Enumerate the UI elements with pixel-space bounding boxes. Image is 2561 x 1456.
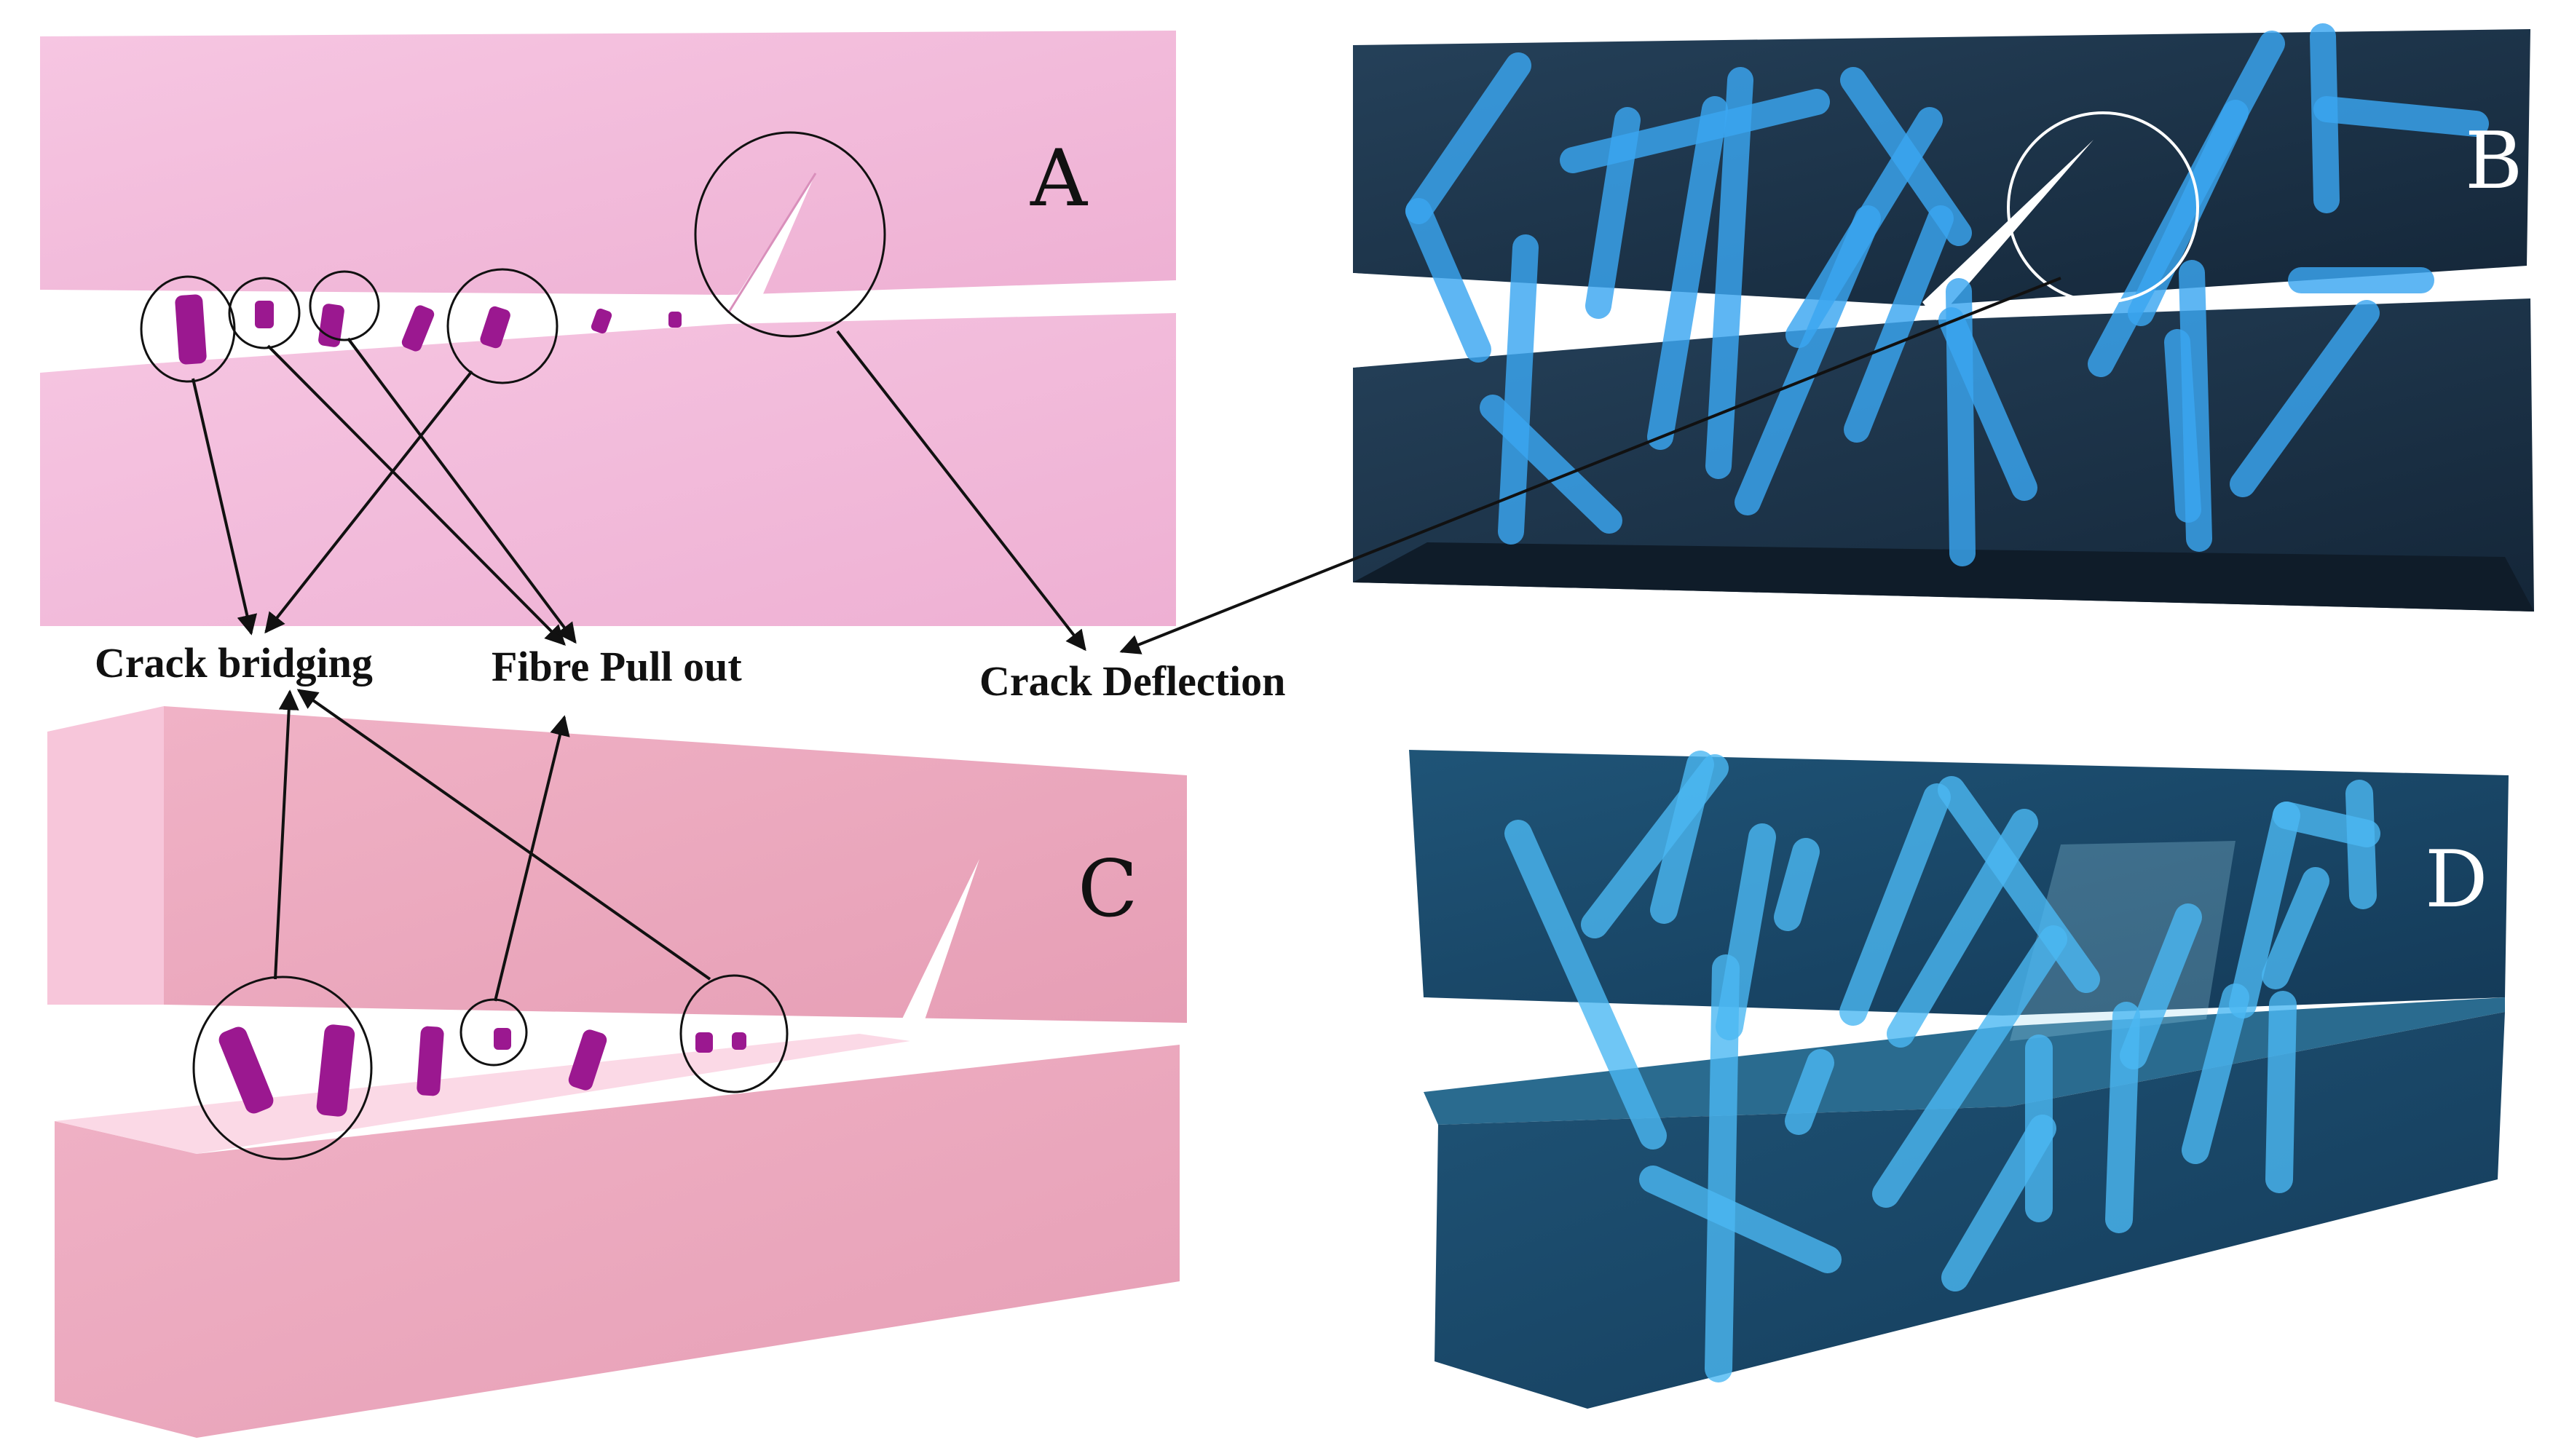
fibre [417,1026,444,1096]
panel-b-bottom-face [1353,542,2534,612]
fibre [2345,780,2377,909]
fibre [2230,300,2380,497]
fibre [175,294,207,365]
panel-b [1353,23,2534,612]
fibre [401,305,435,352]
panel-c-crack-tip [896,859,979,1041]
fibre [2128,100,2249,326]
fibre [218,1026,274,1114]
panel-c-lower-front [55,1045,1180,1438]
panel-c-upper-block [164,706,1187,1023]
highlight-circle [228,277,301,349]
panel-d-letter: D [2425,834,2488,925]
arrow [836,330,1086,652]
arrow [267,344,566,646]
panel-a-crack-gap [40,290,728,373]
highlight-circle [446,268,559,384]
fibre [2120,903,2202,1069]
panel-a-upper-block [40,31,1176,295]
panel-c-highlight-circles [192,974,789,1160]
fibre [732,1032,746,1050]
fibre [1785,1049,1834,1135]
fibre [255,301,274,328]
panel-a-fibres [175,294,682,365]
fibre [1585,107,1641,319]
arrow [296,689,711,981]
annotation-crack-bridging: Crack bridging [95,639,373,687]
highlight-circle [140,275,236,383]
panel-b-letter: B [2465,116,2522,207]
fibre [1839,783,1951,1026]
fibre [2229,802,2300,1018]
fibre [591,308,612,334]
fibre [316,1024,355,1117]
panel-a-highlight-circles [140,131,886,384]
panel-d-lower-front [1435,1012,2505,1409]
fibre [1405,198,1491,363]
arrow [274,689,299,980]
panel-c-letter: C [1078,844,1138,935]
highlight-circle [694,131,886,338]
highlight-circle [192,976,373,1160]
fibre [1872,925,2067,1208]
fibre [1844,205,1954,443]
annotation-crack-deflection: Crack Deflection [979,657,1285,705]
arrow [264,370,473,634]
fibre [494,1028,511,1050]
arrow [494,715,570,1002]
panel-b-crack-gap [1353,273,1922,368]
fibre [2164,329,2201,523]
fibre [1946,278,1976,566]
fibre [668,312,682,328]
panel-d [1409,750,2509,1409]
fibre [1504,820,1667,1150]
fibre [1647,96,1728,450]
fibre [2262,867,2329,989]
panel-d-fibres [1504,751,2380,1382]
panel-a-lower-block [40,313,1176,626]
fibre [695,1032,713,1053]
fibre [1705,67,1753,479]
panel-a-crack-edge [727,173,817,314]
highlight-circle [309,270,380,341]
fibre [1498,234,1539,545]
panel-d-inner-panel [2010,841,2236,1041]
fibre [480,306,510,349]
arrow [192,378,258,636]
fibre [1705,954,1740,1382]
highlight-circle [679,974,789,1093]
panel-b-fibres [1405,23,2489,566]
highlight-circle [459,998,528,1067]
fibre [568,1029,607,1091]
fibre [1774,838,1820,931]
panel-c-lower-top-face [55,1034,910,1154]
fibre [318,304,344,347]
fibre [1887,809,2038,1048]
panel-a-letter: A [1030,133,1089,224]
panel-c [47,706,1187,1438]
panel-a [40,31,1176,626]
panel-b-lower-block [1353,298,2534,612]
fibre [2265,991,2297,1193]
fibre [2182,984,2249,1164]
panel-c-fibres [218,1024,746,1117]
fibre [1735,205,1881,515]
fibre [1405,52,1531,224]
highlight-circle [2007,111,2199,304]
fibre [1650,751,1714,924]
annotation-arrows [192,277,2061,1002]
panel-b-crack-tip [1922,140,2094,320]
panel-c-side-face [47,706,164,1005]
fibre [1480,395,1622,534]
arrow [347,337,577,644]
panel-a-crack-tip [728,173,816,324]
annotation-fibre-pull-out: Fibre Pull out [492,643,742,690]
arrow [1119,277,2061,654]
fibre [2313,96,2489,137]
fibre [1639,1166,1842,1273]
